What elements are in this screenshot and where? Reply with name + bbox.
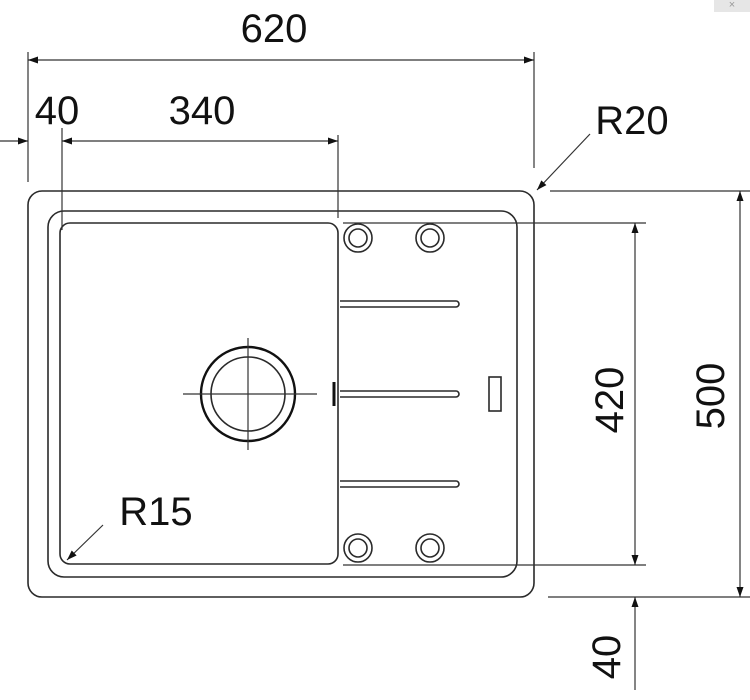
- dimension-label: 340: [169, 89, 236, 133]
- overflow-slot: [488, 376, 502, 412]
- dimension-rim-left: 40: [0, 89, 79, 230]
- close-icon[interactable]: ×: [714, 0, 750, 12]
- dimension-bowl-width: 340: [62, 89, 339, 218]
- drainer-ribs: [332, 300, 460, 488]
- drain-icon: [183, 338, 317, 450]
- dimension-label: R20: [595, 99, 668, 143]
- dimension-rim-bottom: 40: [585, 597, 639, 690]
- dimension-label: 40: [585, 635, 629, 680]
- tap-hole-icon: [415, 223, 445, 253]
- dimension-label: 500: [689, 363, 733, 430]
- tap-hole-icon: [343, 223, 373, 253]
- dimension-bowl-length: 420: [588, 223, 639, 565]
- dimension-label: 620: [241, 7, 308, 51]
- bowl-outline: [59, 222, 339, 565]
- radius-r20: R20: [536, 99, 669, 191]
- sink-inner-rim: [47, 210, 518, 578]
- tap-hole-icon: [415, 533, 445, 563]
- tap-hole-icon: [343, 533, 373, 563]
- dimension-overall-length: 500: [689, 191, 744, 597]
- dimension-label: R15: [119, 490, 192, 534]
- dimension-label: 420: [588, 367, 632, 434]
- radius-r15: R15: [66, 490, 193, 561]
- dimension-label: 40: [35, 89, 80, 133]
- dimension-overall-width: 620: [27, 7, 535, 182]
- tap-holes: [343, 223, 445, 563]
- sink-outer-rim: [27, 190, 535, 598]
